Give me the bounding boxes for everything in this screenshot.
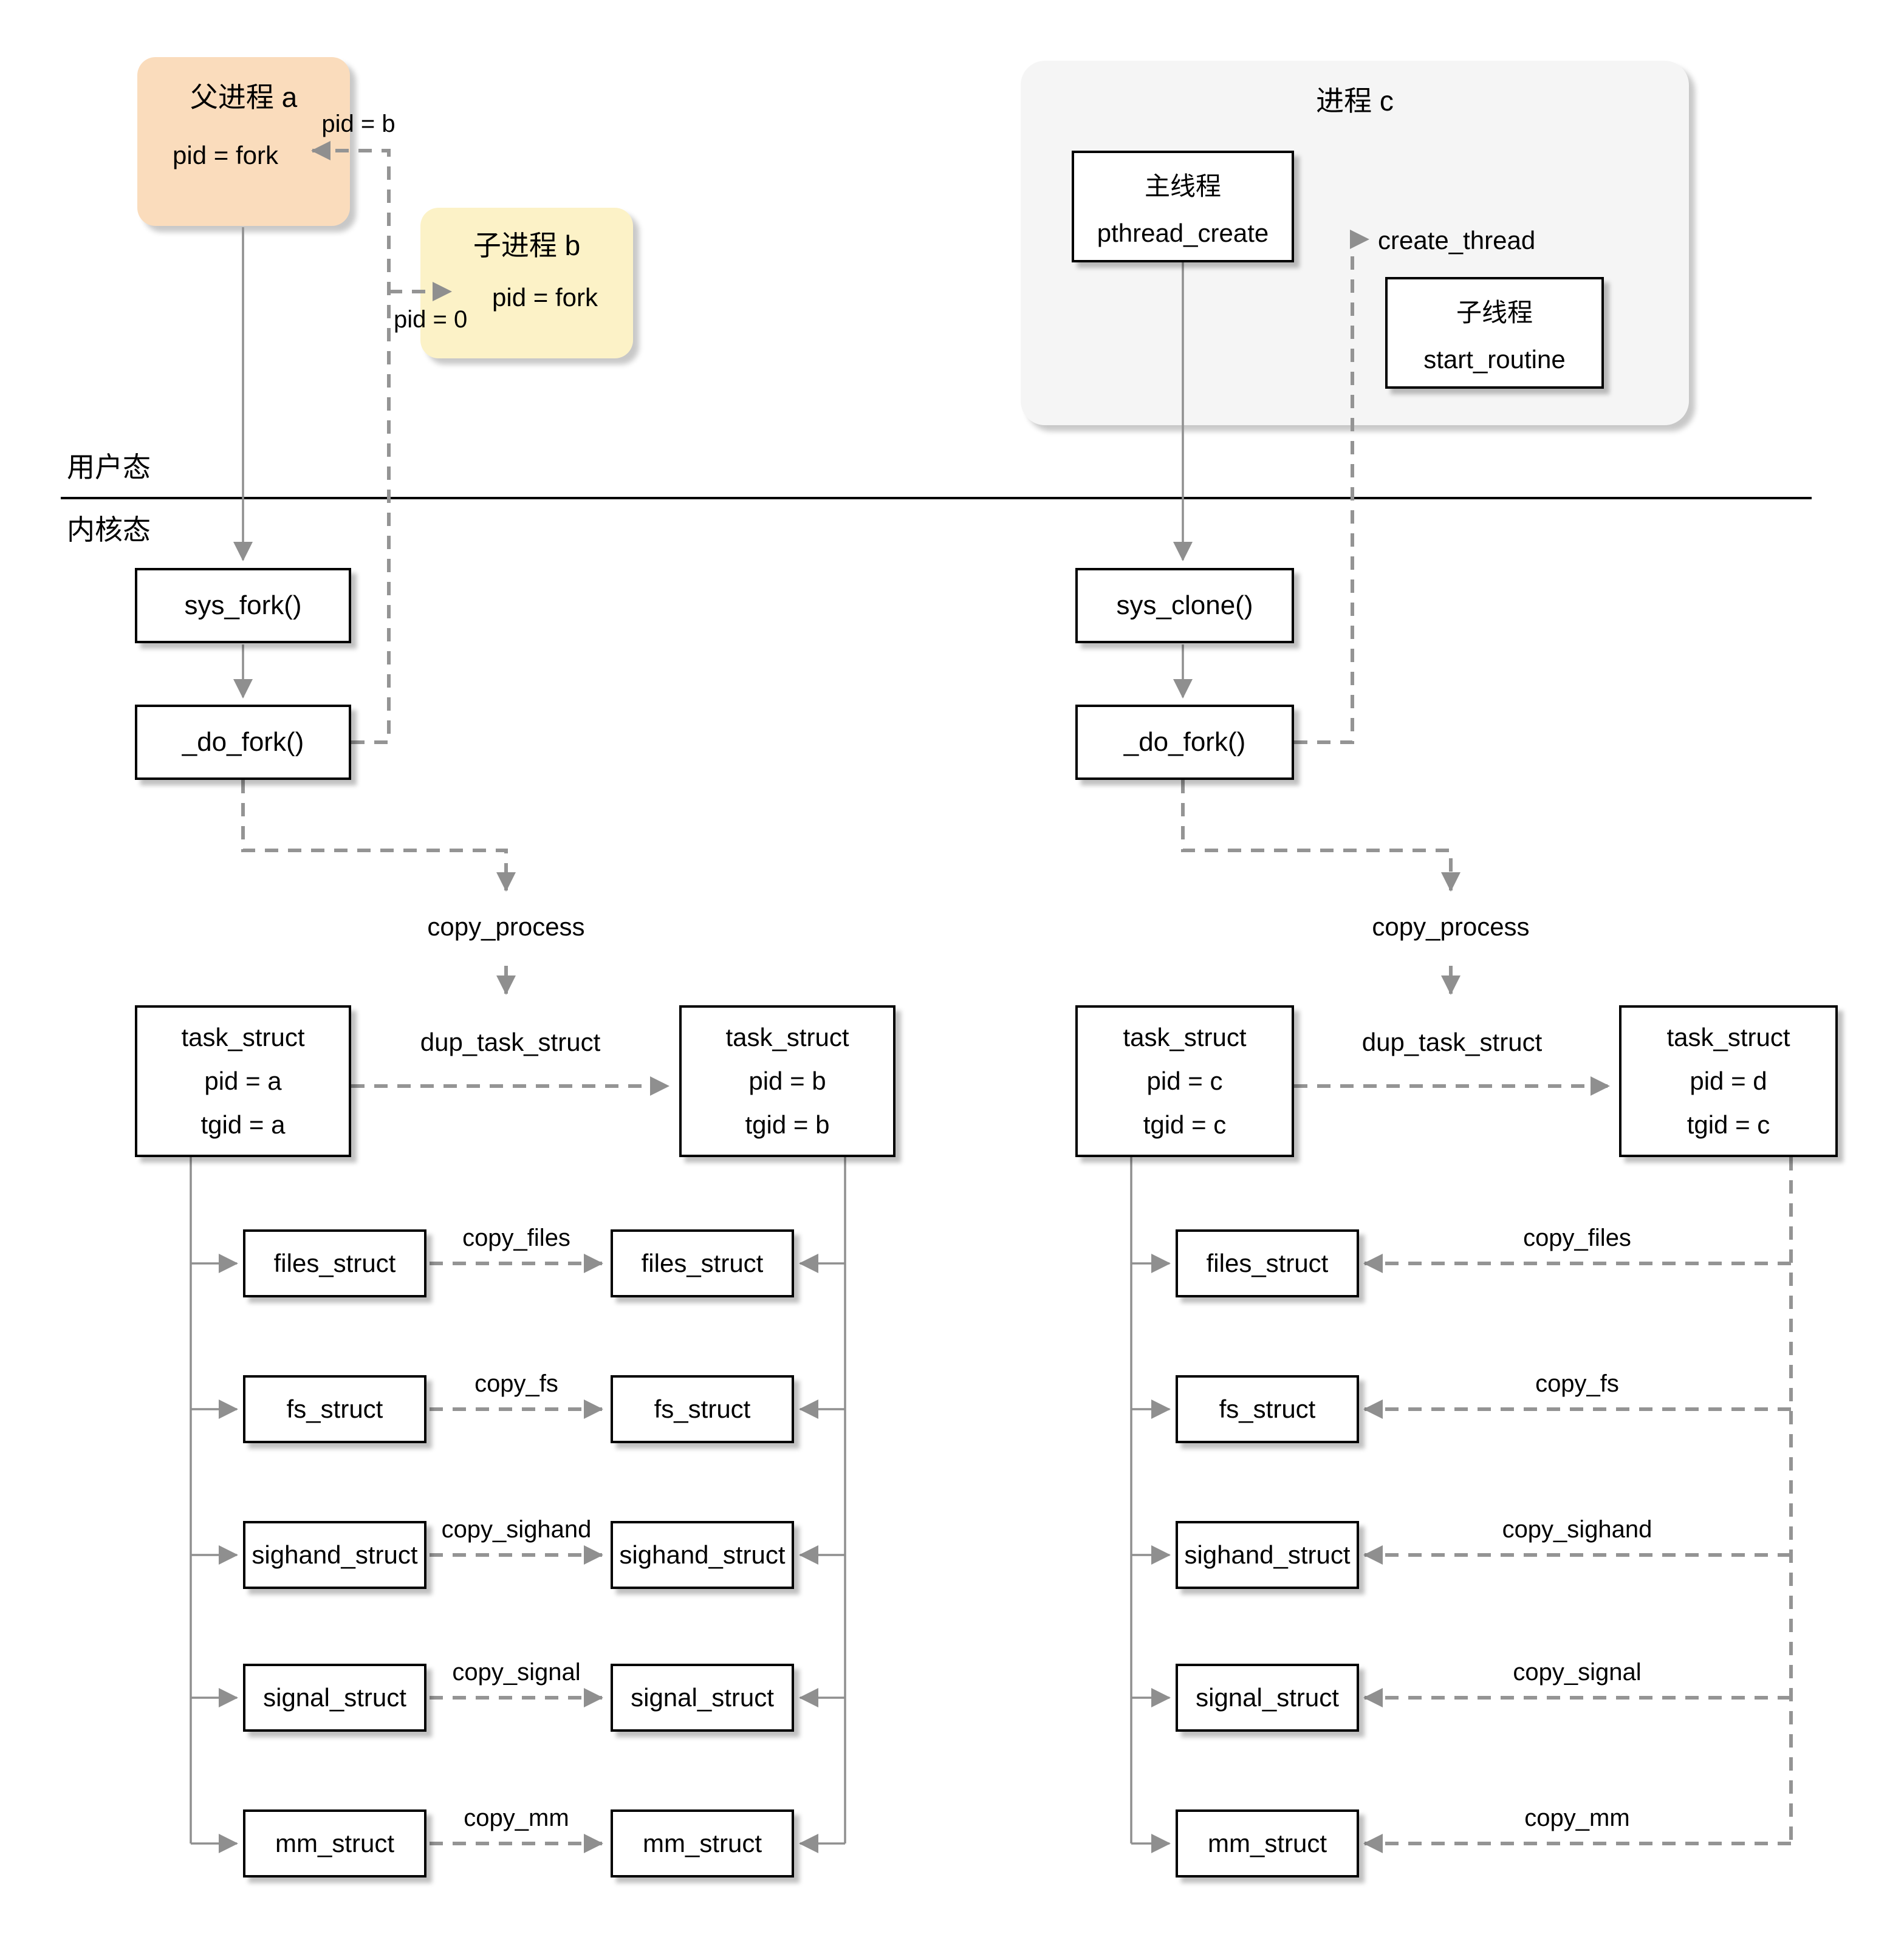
main-thread-title: 主线程 [1144,171,1221,200]
task-struct-b-box: task_struct pid = b tgid = b [679,1005,895,1157]
task-d-tgid: tgid = c [1687,1110,1770,1139]
mm-struct-box-a: mm_struct [243,1809,426,1878]
copy-fs-label-right: copy_fs [1535,1370,1619,1397]
dofork-to-copyprocess-right [1181,780,1461,892]
child-process-box: 子进程 b pid = fork [420,208,633,358]
task-struct-d-box: task_struct pid = d tgid = c [1619,1005,1838,1157]
parent-process-title: 父进程 a [190,81,298,113]
mm-struct-label: mm_struct [642,1829,762,1857]
task-d-pid: pid = d [1690,1067,1767,1095]
do-fork-box-right: _do_fork() [1075,705,1294,780]
sighand-struct-label: sighand_struct [1184,1540,1351,1569]
mm-struct-box-c: mm_struct [1176,1809,1359,1878]
sub-thread-func: start_routine [1423,344,1566,374]
files-struct-box-b: files_struct [611,1229,794,1297]
main-thread-func: pthread_create [1097,218,1269,247]
copy-files-label-left: copy_files [462,1225,570,1251]
files-struct-label: files_struct [1206,1249,1329,1277]
task-a-pid: pid = a [204,1067,282,1095]
dup-task-struct-label-left: dup_task_struct [420,1028,601,1056]
main-thread-box: 主线程 pthread_create [1072,151,1294,262]
mm-struct-label: mm_struct [1207,1829,1327,1857]
sighand-struct-label: sighand_struct [252,1540,418,1569]
task-c-pid: pid = c [1146,1067,1223,1095]
return-pid-b-label: pid = b [321,111,396,137]
fs-struct-box-b: fs_struct [611,1375,794,1443]
sighand-struct-label: sighand_struct [619,1540,786,1569]
sys-fork-box: sys_fork() [135,568,351,643]
process-c-title: 进程 c [1316,85,1394,117]
user-mode-label: 用户态 [67,451,151,483]
files-struct-label: files_struct [273,1249,396,1277]
parent-process-pid-text: pid = fork [173,141,278,169]
signal-struct-box-b: signal_struct [611,1664,794,1732]
task-c-title: task_struct [1123,1023,1247,1051]
sub-thread-title: 子线程 [1456,298,1533,327]
dup-task-struct-label-right: dup_task_struct [1361,1028,1543,1056]
sys-clone-box: sys_clone() [1075,568,1294,643]
copy-sighand-label-right: copy_sighand [1502,1516,1652,1543]
task-a-tgid: tgid = a [200,1110,286,1139]
signal-struct-label: signal_struct [1196,1683,1339,1712]
mm-struct-label: mm_struct [275,1829,394,1857]
files-struct-label: files_struct [641,1249,764,1277]
copy-fs-label-left: copy_fs [474,1370,558,1397]
files-struct-box-c: files_struct [1176,1229,1359,1297]
do-fork-label-right: _do_fork() [1123,727,1246,757]
task-struct-a-box: task_struct pid = a tgid = a [135,1005,351,1157]
copy-mm-label-left: copy_mm [464,1805,569,1831]
kernel-mode-label: 内核态 [67,514,151,545]
task-c-tgid: tgid = c [1143,1110,1227,1139]
fs-struct-label: fs_struct [1219,1395,1316,1423]
sub-thread-box: 子线程 start_routine [1385,277,1604,389]
sys-clone-label: sys_clone() [1116,590,1253,620]
copy-signal-label-left: copy_signal [452,1659,581,1686]
sighand-struct-box-a: sighand_struct [243,1521,426,1589]
task-b-tgid: tgid = b [745,1110,830,1139]
task-struct-c-box: task_struct pid = c tgid = c [1075,1005,1294,1157]
dofork-to-copyprocess-left [241,780,516,892]
fs-struct-box-a: fs_struct [243,1375,426,1443]
task-d-title: task_struct [1666,1023,1790,1051]
files-struct-box-a: files_struct [243,1229,426,1297]
sighand-struct-box-c: sighand_struct [1176,1521,1359,1589]
dofork-to-create-thread [1294,230,1369,744]
sighand-struct-box-b: sighand_struct [611,1521,794,1589]
do-fork-label-left: _do_fork() [182,727,304,757]
copy-mm-label-right: copy_mm [1524,1805,1630,1831]
do-fork-box-left: _do_fork() [135,705,351,780]
copy-files-label-right: copy_files [1523,1225,1631,1251]
return-pid-0-label: pid = 0 [394,306,468,333]
sys-fork-label: sys_fork() [184,590,302,620]
copy-process-label-left: copy_process [427,912,585,941]
child-process-title: 子进程 b [473,230,581,261]
child-process-pid-text: pid = fork [492,283,598,312]
return-to-parent [311,141,391,744]
signal-struct-label: signal_struct [631,1683,774,1712]
signal-struct-label: signal_struct [263,1683,406,1712]
signal-struct-box-a: signal_struct [243,1664,426,1732]
task-b-title: task_struct [725,1023,849,1051]
copy-signal-label-right: copy_signal [1513,1659,1642,1686]
mm-struct-box-b: mm_struct [611,1809,794,1878]
fs-struct-box-c: fs_struct [1176,1375,1359,1443]
fs-struct-label: fs_struct [654,1395,751,1423]
signal-struct-box-c: signal_struct [1176,1664,1359,1732]
copy-process-label-right: copy_process [1372,912,1530,941]
copy-sighand-label-left: copy_sighand [441,1516,592,1543]
task-b-pid: pid = b [748,1067,826,1095]
create-thread-label: create_thread [1378,226,1536,255]
task-a-title: task_struct [181,1023,305,1051]
fs-struct-label: fs_struct [286,1395,383,1423]
